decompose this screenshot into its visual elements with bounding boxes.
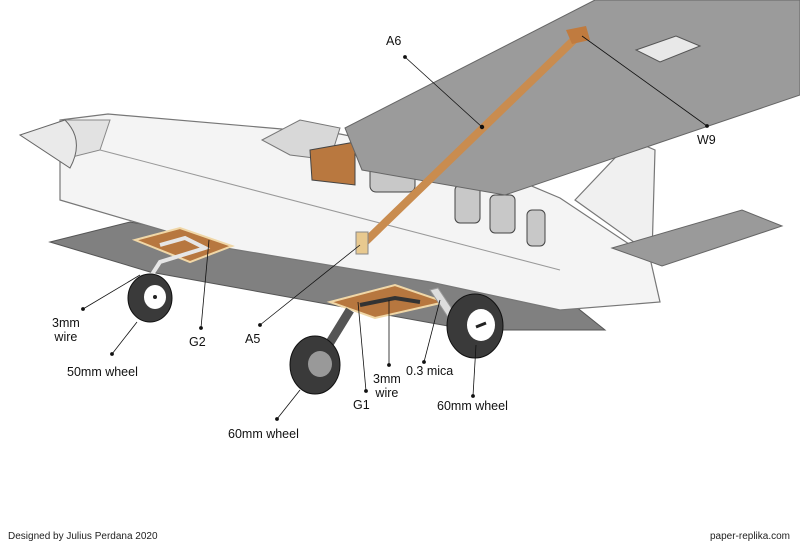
- front-gear-wire: [140, 235, 211, 292]
- main-wheel-right-60mm: [446, 293, 504, 359]
- label-main-wire-line1: 3mm: [373, 372, 401, 386]
- main-gear-wire: [359, 295, 421, 307]
- tail-fin: [574, 139, 656, 257]
- label-front-wire-line2: wire: [54, 330, 78, 344]
- label-a5: A5: [245, 332, 261, 346]
- fuselage-crease: [99, 149, 561, 271]
- label-a6: A6: [386, 34, 402, 48]
- cabin-window: [489, 194, 516, 234]
- strut-mount-w9: [566, 26, 590, 44]
- label-main-wheel-right: 60mm wheel: [437, 399, 508, 413]
- label-front-wire-line1: 3mm: [52, 316, 80, 330]
- website-credit: paper-replika.com: [709, 531, 790, 542]
- strut-mount-a5: [355, 231, 369, 255]
- wing-strut-a6: [358, 30, 584, 249]
- label-g2: G2: [189, 335, 206, 349]
- horizontal-stabilizer: [610, 209, 784, 267]
- label-main-wheel-left: 60mm wheel: [228, 427, 299, 441]
- label-front-wire: 3mm wire: [52, 316, 80, 344]
- cabin-window: [454, 184, 481, 224]
- label-main-wire: 3mm wire: [373, 372, 401, 400]
- label-w9: W9: [697, 133, 716, 147]
- designer-credit: Designed by Julius Perdana 2020: [8, 531, 158, 542]
- label-main-wire-line2: wire: [375, 386, 399, 400]
- cabin-window: [309, 141, 356, 186]
- main-wheel-left-60mm: [289, 335, 341, 395]
- label-mica: 0.3 mica: [406, 364, 454, 378]
- front-wheel-50mm: [127, 273, 173, 323]
- label-g1: G1: [353, 398, 370, 412]
- wing-hatch: [634, 35, 702, 63]
- nose-cone: [18, 119, 77, 169]
- cabin-window: [526, 209, 546, 247]
- leader-lines: [81, 35, 709, 421]
- label-front-wheel: 50mm wheel: [67, 365, 138, 379]
